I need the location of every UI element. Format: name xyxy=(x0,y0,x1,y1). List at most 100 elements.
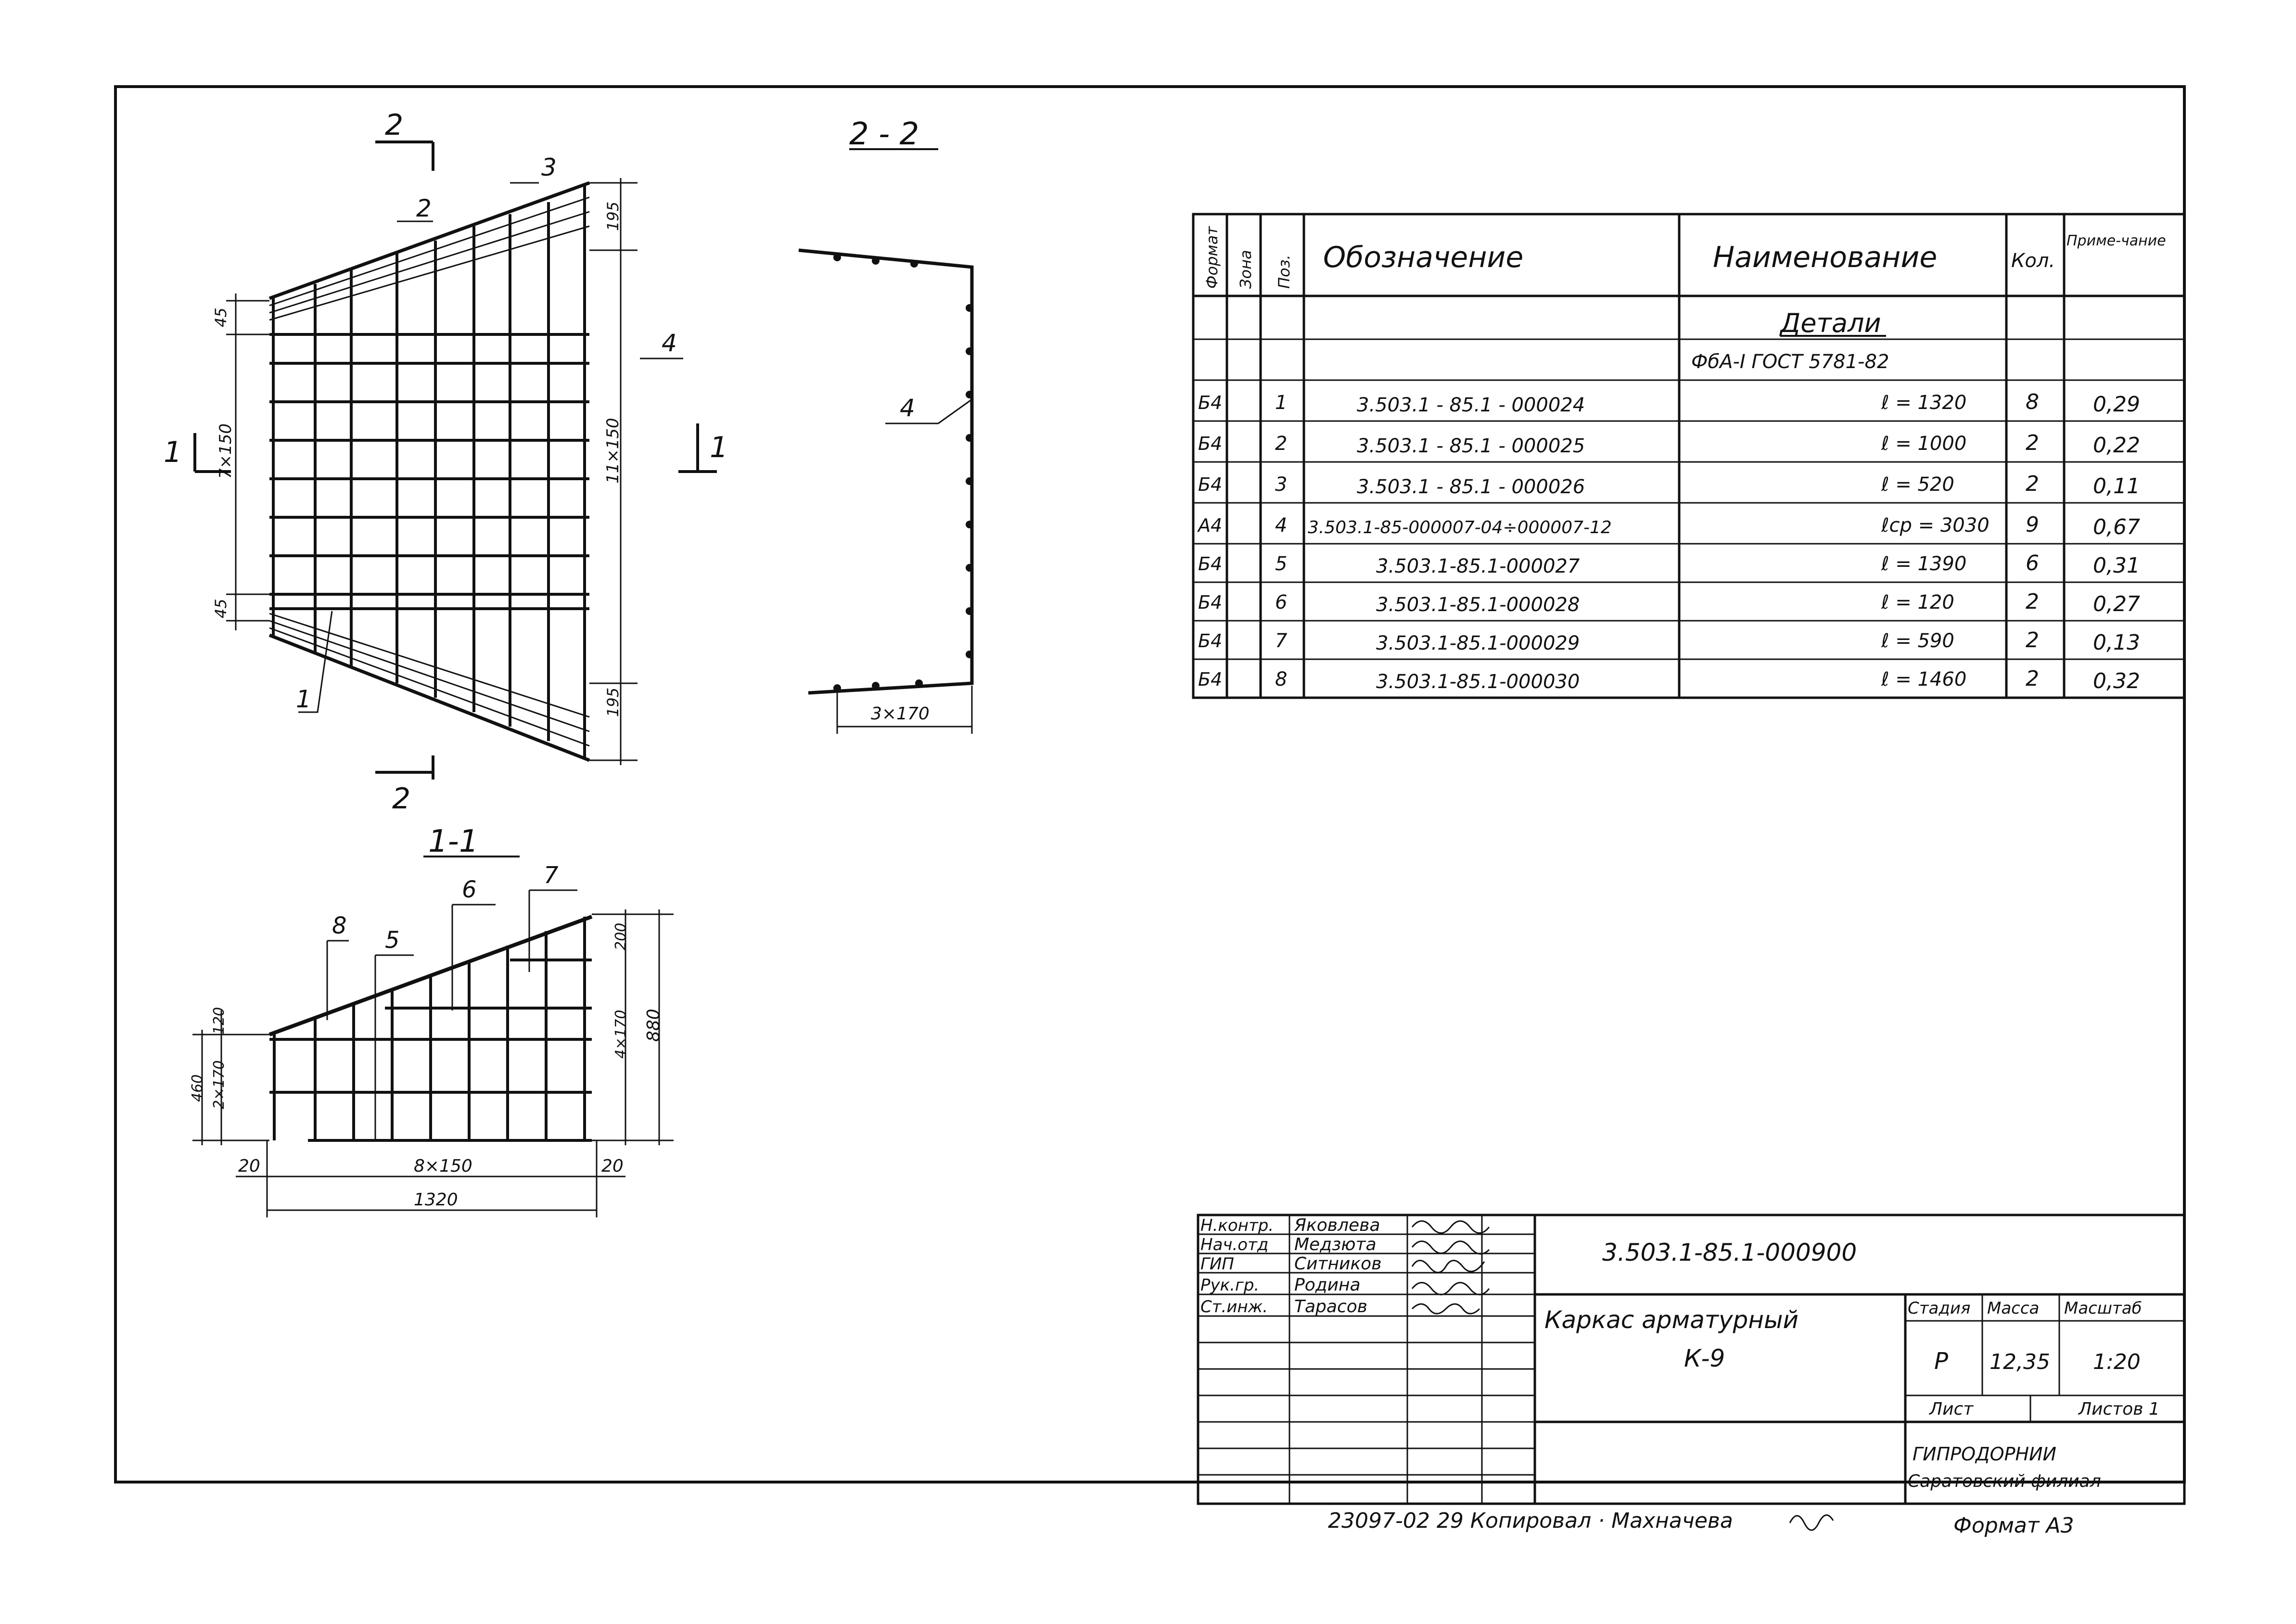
spec-cell-qty: 2 xyxy=(2026,431,2039,455)
document-code: 3.503.1-85.1-000900 xyxy=(1602,1239,1857,1266)
copier-signature xyxy=(1789,1514,1834,1531)
spec-cell-designation: 3.503.1 - 85.1 - 000025 xyxy=(1357,435,1585,457)
section-1-1-pos-6: 6 xyxy=(462,876,477,903)
drawing-title-line2: К-9 xyxy=(1684,1344,1725,1372)
section-1-1-dim-880: 880 xyxy=(644,1009,663,1042)
spec-row: Б4 5 3.503.1-85.1-000027 ℓ = 1390 6 0,31 xyxy=(1198,551,2140,578)
footer-archive-note: 23097-02 29 Копировал · Махначева xyxy=(1328,1509,1733,1533)
spec-cell-note: 0,11 xyxy=(2093,474,2140,499)
section-1-1-dim-1320: 1320 xyxy=(414,1190,458,1210)
plan-dim-right-span: 11×150 xyxy=(603,418,623,484)
section-2-2-rebar-dots xyxy=(833,254,973,692)
section-1-1-pos-5: 5 xyxy=(385,927,400,954)
spec-cell-qty: 2 xyxy=(2026,472,2039,496)
footer-format: Формат А3 xyxy=(1953,1513,2074,1538)
spec-table xyxy=(1192,213,2186,699)
spec-cell-qty: 6 xyxy=(2026,551,2039,575)
spec-cell-format: Б4 xyxy=(1198,669,1222,690)
spec-cell-name: ℓ = 1460 xyxy=(1881,668,1966,691)
signature-row: Н.контр. Яковлева xyxy=(1200,1215,1380,1235)
role-label: ГИП xyxy=(1200,1254,1234,1274)
cut-2-top-label: 2 xyxy=(385,108,403,142)
spec-header-format: Формат xyxy=(1203,226,1221,289)
footer: 23097-02 29 Копировал · Махначева Формат… xyxy=(1328,1509,2074,1538)
spec-cell-name: ℓ = 1000 xyxy=(1881,433,1966,455)
spec-cell-name: ℓ = 520 xyxy=(1881,473,1954,496)
stage-label: Стадия xyxy=(1908,1299,1970,1318)
organization-branch: Саратовский филиал xyxy=(1908,1471,2101,1491)
spec-cell-qty: 2 xyxy=(2026,666,2039,691)
spec-cell-designation: 3.503.1-85.1-000030 xyxy=(1376,671,1580,693)
spec-cell-name: ℓ = 120 xyxy=(1881,591,1954,614)
person-name: Ситников xyxy=(1294,1254,1381,1274)
spec-cell-qty: 9 xyxy=(2026,512,2039,537)
section-2-2-labels: 2 - 2 4 3×170 xyxy=(849,116,930,724)
spec-cell-note: 0,13 xyxy=(2093,630,2140,655)
scale-value: 1:20 xyxy=(2093,1350,2141,1374)
section-1-1-dim-120: 120 xyxy=(211,1007,228,1035)
mass-label: Масса xyxy=(1987,1299,2039,1318)
section-1-1-dim-8x150: 8×150 xyxy=(414,1156,472,1176)
spec-cell-format: А4 xyxy=(1197,515,1222,536)
spec-cell-pos: 5 xyxy=(1275,553,1287,575)
scale-label: Масштаб xyxy=(2064,1299,2142,1318)
spec-material: ФбА-I ГОСТ 5781-82 xyxy=(1691,351,1889,373)
plan-pos-4: 4 xyxy=(662,329,677,357)
plan-pos-3: 3 xyxy=(541,153,557,181)
spec-cell-format: Б4 xyxy=(1198,592,1222,613)
plan-dim-left-bottom: 45 xyxy=(212,599,230,618)
section-1-1-dim-460: 460 xyxy=(189,1074,206,1102)
person-name: Родина xyxy=(1294,1275,1361,1295)
sheet-label: Лист xyxy=(1928,1399,1974,1419)
signature-row: Рук.гр. Родина xyxy=(1200,1275,1361,1295)
spec-cell-name: ℓ = 590 xyxy=(1881,630,1954,652)
section-2-2-pos-4: 4 xyxy=(900,394,915,422)
plan-dim-left-top: 45 xyxy=(212,307,230,327)
section-1-1-dim-4x170: 4×170 xyxy=(612,1010,629,1059)
spec-cell-designation: 3.503.1 - 85.1 - 000024 xyxy=(1357,394,1585,416)
plan-view-labels: 2 2 1 1 1 2 3 4 45 7×150 45 195 11×150 1… xyxy=(164,108,728,816)
spec-cell-designation: 3.503.1 - 85.1 - 000026 xyxy=(1357,476,1585,498)
signatures xyxy=(1411,1220,1490,1315)
signature-row: Нач.отд Медзюта xyxy=(1200,1235,1377,1254)
signature-row: Ст.инж. Тарасов xyxy=(1200,1297,1367,1317)
spec-cell-qty: 8 xyxy=(2026,390,2039,414)
section-1-1-dim-200: 200 xyxy=(612,923,629,950)
spec-row: А4 4 3.503.1-85-000007-04÷000007-12 ℓср … xyxy=(1197,512,2140,539)
plan-dim-left-span: 7×150 xyxy=(216,423,235,479)
person-name: Тарасов xyxy=(1294,1297,1367,1317)
section-2-2-title: 2 - 2 xyxy=(849,116,919,152)
drawing-title-line1: Каркас арматурный xyxy=(1544,1306,1799,1334)
plan-view xyxy=(193,141,717,780)
section-1-1-pos-8: 8 xyxy=(332,912,347,939)
spec-row: Б4 2 3.503.1 - 85.1 - 000025 ℓ = 1000 2 … xyxy=(1198,431,2140,458)
spec-cell-qty: 2 xyxy=(2026,589,2039,614)
spec-header-qty: Кол. xyxy=(2011,250,2055,272)
spec-cell-format: Б4 xyxy=(1198,474,1222,495)
spec-cell-pos: 8 xyxy=(1275,668,1287,691)
section-1-1-dim-2x170: 2×170 xyxy=(211,1061,228,1109)
cut-1-right-label: 1 xyxy=(710,431,728,464)
mass-value: 12,35 xyxy=(1990,1350,2050,1374)
spec-row: Б4 6 3.503.1-85.1-000028 ℓ = 120 2 0,27 xyxy=(1198,589,2140,616)
spec-row: Б4 7 3.503.1-85.1-000029 ℓ = 590 2 0,13 xyxy=(1198,628,2140,655)
person-name: Медзюта xyxy=(1294,1235,1377,1254)
spec-cell-designation: 3.503.1-85.1-000028 xyxy=(1376,594,1580,616)
spec-cell-pos: 7 xyxy=(1275,630,1288,652)
spec-cell-pos: 2 xyxy=(1275,433,1287,455)
role-label: Ст.инж. xyxy=(1200,1297,1268,1317)
spec-cell-note: 0,32 xyxy=(2093,669,2140,693)
spec-header-note: Приме-чание xyxy=(2066,232,2166,249)
title-block-text: Н.контр. Яковлева Нач.отд Медзюта ГИП Си… xyxy=(1200,1215,2160,1491)
section-1-1-pos-7: 7 xyxy=(544,862,559,889)
section-1-1 xyxy=(192,856,674,1217)
spec-cell-name: ℓср = 3030 xyxy=(1881,514,1990,537)
section-1-1-dim-20-right: 20 xyxy=(601,1156,624,1176)
spec-cell-pos: 4 xyxy=(1275,514,1287,537)
spec-row: Б4 8 3.503.1-85.1-000030 ℓ = 1460 2 0,32 xyxy=(1198,666,2140,693)
spec-cell-format: Б4 xyxy=(1198,433,1222,454)
plan-pos-2: 2 xyxy=(416,194,432,222)
spec-header-designation: Обозначение xyxy=(1323,241,1523,274)
section-2-2-dim: 3×170 xyxy=(871,704,930,724)
